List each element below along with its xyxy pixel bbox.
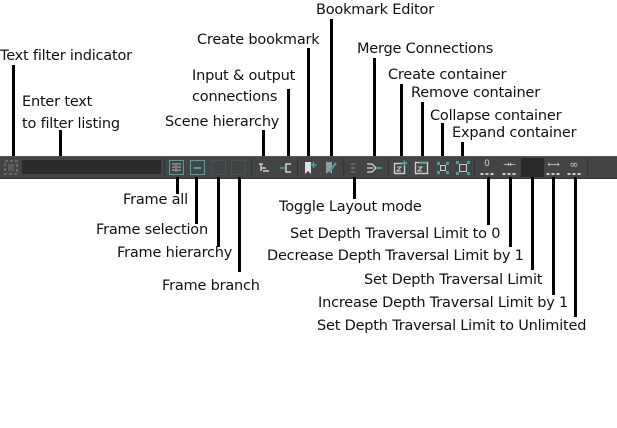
frame-all-button[interactable] xyxy=(168,159,185,176)
callout-line xyxy=(421,102,424,157)
frame-selection-button[interactable] xyxy=(189,159,206,176)
callout-depth-unlimited: Set Depth Traversal Limit to Unlimited xyxy=(317,318,587,334)
toolbar-separator xyxy=(297,158,298,177)
callout-line xyxy=(195,177,198,224)
callout-depth-zero: Set Depth Traversal Limit to 0 xyxy=(290,226,501,242)
frame-branch-icon xyxy=(231,160,246,175)
depth-limit-field[interactable] xyxy=(521,158,544,177)
depth-increase-button[interactable]: ←→ xyxy=(544,159,562,176)
toggle-layout-icon xyxy=(351,162,355,173)
bookmark-editor-button[interactable] xyxy=(322,159,339,176)
callout-frame-branch: Frame branch xyxy=(162,278,260,294)
expand-container-button[interactable] xyxy=(454,159,471,176)
callout-line xyxy=(353,177,356,199)
callout-toggle-layout: Toggle Layout mode xyxy=(279,199,422,215)
toolbar-separator xyxy=(343,158,344,177)
scene-hierarchy-button[interactable] xyxy=(255,159,272,176)
callout-line xyxy=(176,177,179,194)
create-container-button[interactable] xyxy=(392,159,409,176)
depth-dots xyxy=(502,173,516,175)
expand-container-icon xyxy=(455,160,470,175)
depth-unlimited-button[interactable]: ∞ xyxy=(565,159,583,176)
callout-frame-all: Frame all xyxy=(123,192,188,208)
input-output-connections-icon xyxy=(279,162,291,173)
depth-unlimited-icon: ∞ xyxy=(569,158,579,171)
callout-line xyxy=(238,177,241,272)
callout-line xyxy=(441,123,444,157)
depth-dots xyxy=(567,173,581,175)
callout-line xyxy=(307,48,310,157)
callout-remove-container: Remove container xyxy=(411,85,540,101)
bookmark-editor-icon xyxy=(325,161,337,174)
callout-line xyxy=(461,142,464,157)
callout-line xyxy=(287,89,290,157)
remove-container-icon xyxy=(414,161,429,175)
depth-zero-icon: 0 xyxy=(484,159,490,169)
callout-create-bookmark: Create bookmark xyxy=(197,32,320,48)
callout-line xyxy=(262,130,265,157)
callout-collapse-container: Collapse container xyxy=(430,108,562,124)
callout-line xyxy=(574,177,577,317)
callout-merge-connections: Merge Connections xyxy=(357,41,494,57)
frame-all-icon xyxy=(169,160,184,175)
callout-line xyxy=(59,130,62,157)
callout-text-filter-indicator: Text filter indicator xyxy=(0,48,132,64)
callout-enter-text-1: Enter text xyxy=(22,94,93,110)
filter-input[interactable] xyxy=(22,160,161,174)
callout-frame-selection: Frame selection xyxy=(96,222,208,238)
callout-create-container: Create container xyxy=(388,67,507,83)
toolbar-separator xyxy=(388,158,389,177)
callout-depth-decrease: Decrease Depth Traversal Limit by 1 xyxy=(267,248,524,264)
callout-frame-hierarchy: Frame hierarchy xyxy=(117,245,233,261)
callout-line xyxy=(12,65,15,157)
hypergraph-toolbar: 0 →← ←→ ∞ xyxy=(0,156,617,179)
callout-line xyxy=(400,84,403,157)
depth-decrease-button[interactable]: →← xyxy=(500,159,518,176)
frame-branch-button[interactable] xyxy=(230,159,247,176)
toggle-layout-button[interactable] xyxy=(346,159,360,176)
depth-zero-button[interactable]: 0 xyxy=(478,159,496,176)
scene-hierarchy-icon xyxy=(258,162,269,172)
callout-expand-container: Expand container xyxy=(452,125,577,141)
frame-selection-icon xyxy=(190,160,205,175)
callout-line xyxy=(531,177,534,270)
create-container-icon xyxy=(393,160,408,175)
callout-depth-set: Set Depth Traversal Limit xyxy=(364,272,543,288)
toolbar-separator xyxy=(474,158,475,177)
callout-input-output-2: connections xyxy=(192,89,278,105)
depth-dots xyxy=(480,173,494,175)
text-filter-indicator xyxy=(3,159,19,176)
toolbar-separator xyxy=(587,158,588,177)
merge-connections-button[interactable] xyxy=(364,159,384,176)
collapse-container-button[interactable] xyxy=(434,159,451,176)
callout-line xyxy=(330,19,333,157)
callout-line xyxy=(487,177,490,225)
depth-increase-icon: ←→ xyxy=(547,160,559,169)
collapse-container-icon xyxy=(436,161,449,174)
remove-container-button[interactable] xyxy=(413,159,430,176)
frame-hierarchy-button[interactable] xyxy=(210,159,227,176)
merge-connections-icon xyxy=(366,162,382,173)
frame-hierarchy-icon xyxy=(211,160,226,175)
callout-enter-text-2: to filter listing xyxy=(22,116,120,132)
text-filter-indicator-icon xyxy=(4,160,18,175)
callout-depth-increase: Increase Depth Traversal Limit by 1 xyxy=(318,295,569,311)
callout-scene-hierarchy: Scene hierarchy xyxy=(165,114,280,130)
create-bookmark-button[interactable] xyxy=(301,159,318,176)
callout-line xyxy=(552,177,555,295)
callout-line xyxy=(217,177,220,247)
create-bookmark-icon xyxy=(304,161,316,174)
toolbar-separator xyxy=(251,158,252,177)
callout-line xyxy=(373,58,376,157)
depth-decrease-icon: →← xyxy=(503,160,515,169)
callout-line xyxy=(509,177,512,247)
toolbar-separator xyxy=(164,158,165,177)
input-output-connections-button[interactable] xyxy=(277,159,294,176)
depth-dots xyxy=(546,173,560,175)
callout-input-output-1: Input & output xyxy=(192,68,296,84)
callout-bookmark-editor: Bookmark Editor xyxy=(316,2,434,18)
